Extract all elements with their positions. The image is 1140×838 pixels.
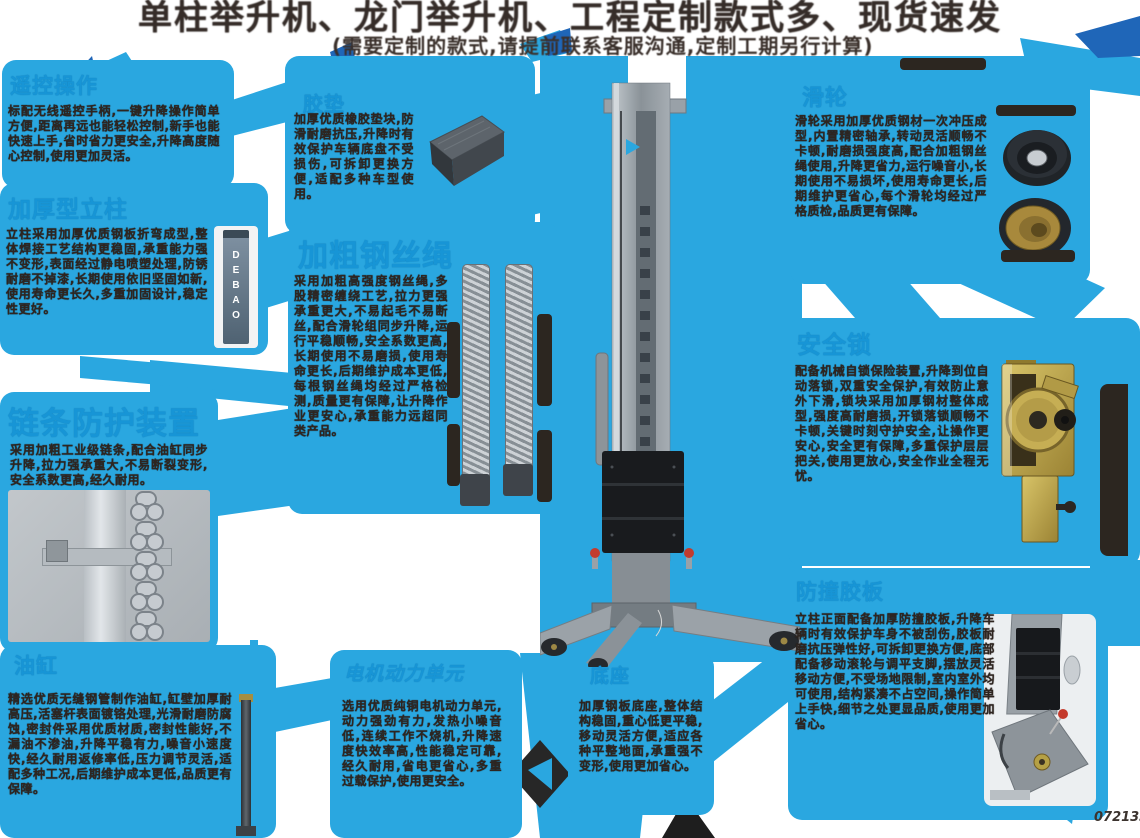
body-anti-scratch: 立柱正面配备加厚防撞胶板,升降车辆时有效保护车身不被刮伤,胶板耐磨抗压弹性好,可…: [795, 612, 995, 731]
cylinder-rod-photo: [230, 694, 262, 838]
wire-rope-photos: [452, 264, 554, 506]
pad-groove: [602, 517, 684, 520]
heading-remote-control: 遥控操作: [10, 74, 98, 98]
heading-power-unit: 电机动力单元: [344, 663, 465, 685]
chain-links: [130, 491, 164, 641]
arrow-shape-dark: [1075, 16, 1140, 58]
pulley-hub: [1031, 223, 1047, 237]
hose: [999, 733, 1010, 769]
brand-label: DEBAO: [230, 249, 242, 325]
rope-ferrule: [460, 474, 490, 506]
arrow-shape: [820, 278, 940, 318]
heading-cylinder: 油缸: [14, 654, 58, 678]
rubber-pad-photo: [429, 115, 505, 186]
wire-rope-image: [462, 264, 490, 492]
rope-tail: [655, 609, 662, 637]
rope-caption-blob: [447, 424, 460, 486]
heading-rubber-pad: 胶垫: [303, 92, 345, 116]
lock-knob: [1064, 501, 1076, 513]
heading-wire-rope: 加粗钢丝绳: [298, 239, 453, 274]
body-pulley: 滑轮采用加厚优质钢材一次冲压成型,内置精密轴承,转动灵活顺畅不卡顿,耐磨损强度高…: [795, 114, 987, 218]
rope-caption-blob: [537, 314, 552, 406]
pad-front: [452, 132, 504, 186]
body-column: 立柱采用加厚优质钢板折弯成型,整体焊接工艺结构更稳固,承重能力强不变形,表面经过…: [6, 227, 208, 316]
lift-machine-photo: [540, 55, 801, 667]
heading-chain-guard: 链条防护装置: [8, 406, 200, 442]
body-chain-guard: 采用加粗工业级链条,配合油缸同步升降,拉力强承重大,不易断裂变形,安全系数更高,…: [10, 443, 208, 487]
heading-safety-lock: 安全锁: [797, 331, 872, 359]
column-base-photo: [984, 614, 1096, 806]
base-leg-front: [586, 613, 642, 667]
pulley-hole: [1026, 149, 1048, 167]
column-base-image: [990, 614, 1089, 800]
body-remote-control: 标配无线遥控手柄,一键升降操作简单方便,距离再远也能轻松控制,新手也能快速上手,…: [8, 104, 220, 163]
dark-wedge: [662, 810, 715, 838]
watermark: 072133: [1094, 810, 1140, 825]
body-safety-lock: 配备机械自锁保险装置,升降到位自动落锁,双重安全保护,有效防止意外下滑,锁块采用…: [795, 364, 989, 483]
column-foot: [612, 553, 670, 605]
pulley-caption-blob: [1001, 250, 1075, 262]
rod-foot: [236, 826, 256, 836]
rope-caption-blob: [447, 322, 460, 398]
body-power-unit: 选用优质纯铜电机动力单元,动力强劲有力,发热小噪音低,连续工作不烧机,升降速度快…: [342, 699, 502, 788]
wire-rope-image: [505, 264, 533, 492]
pulley-photos: [999, 130, 1071, 258]
rope-caption-blob: [537, 430, 552, 502]
base-leg-right: [671, 604, 801, 652]
page-title: 单柱举升机、龙门举升机、工程定制款式多、现货速发: [138, 0, 1002, 38]
safety-lock-photo: [1001, 360, 1079, 543]
side-cylinder: [595, 352, 609, 466]
body-wire-rope: 采用加粗高强度钢丝绳,多股精密缠绕工艺,拉力更强承重更大,不易起毛不易断丝,配合…: [294, 274, 448, 438]
pad-ridges: [437, 120, 491, 151]
panel-power-unit: [330, 650, 522, 838]
panel-safety-lock: [788, 318, 1140, 566]
arrow-shape: [266, 230, 292, 308]
pad-groove: [602, 483, 684, 486]
lock-lever: [1041, 375, 1079, 400]
arrow-shape: [713, 642, 788, 762]
clamp-bolt: [46, 540, 68, 562]
panel-remote-control: [2, 60, 234, 188]
arrow-shape-dark: [545, 28, 572, 56]
clipped-text-blob: [1100, 384, 1128, 556]
body-base: 加厚钢板底座,整体结构稳固,重心低更平稳,移动灵活方便,适应各种平整地面,承重强…: [579, 699, 703, 773]
lock-tube: [1021, 475, 1059, 543]
pulley-caption-blob: [996, 105, 1076, 116]
page-subtitle: (需要定制的款式,请提前联系客服沟通,定制工期另行计算): [332, 34, 874, 58]
rope-ferrule: [503, 464, 533, 496]
chain-clamp-photo: [8, 490, 210, 642]
rod: [241, 700, 251, 832]
red-lever: [1058, 709, 1068, 719]
anti-scratch-pad: [1016, 628, 1060, 710]
panel-cylinder: [0, 645, 276, 838]
side-plate: [1063, 655, 1081, 685]
red-valve: [684, 548, 694, 558]
pad-side: [430, 142, 454, 186]
carriage-pad: [602, 451, 684, 553]
roller-wheel: [588, 658, 608, 667]
arrow-shape: [232, 82, 287, 136]
heading-base: 底座: [590, 665, 631, 687]
arrow-marker: [626, 139, 640, 155]
rod-tip: [239, 694, 253, 702]
heading-anti-scratch: 防撞胶板: [796, 580, 884, 604]
debao-column-photo: DEBAO: [214, 226, 258, 348]
arrow-shape: [275, 678, 332, 732]
caption-blob: [900, 58, 986, 70]
body-cylinder: 精选优质无缝钢管制作油缸,缸壁加厚耐高压,活塞杆表面镀铬处理,光滑耐磨防腐蚀,密…: [8, 692, 232, 796]
heading-column: 加厚型立柱: [8, 197, 128, 223]
column-highlight: [614, 83, 619, 561]
arrow-shape: [80, 356, 218, 390]
red-valve: [590, 548, 600, 558]
debao-column: DEBAO: [223, 230, 249, 344]
arrow-shape: [528, 758, 552, 790]
body-rubber-pad: 加厚优质橡胶垫块,防滑耐磨抗压,升降时有效保护车辆底盘不受损伤,可拆卸更换方便,…: [294, 112, 414, 201]
heading-pulley: 滑轮: [802, 86, 849, 111]
cylinder-pole: [84, 490, 126, 642]
wire-rope-line: [620, 111, 622, 461]
panel-base: [568, 653, 714, 815]
